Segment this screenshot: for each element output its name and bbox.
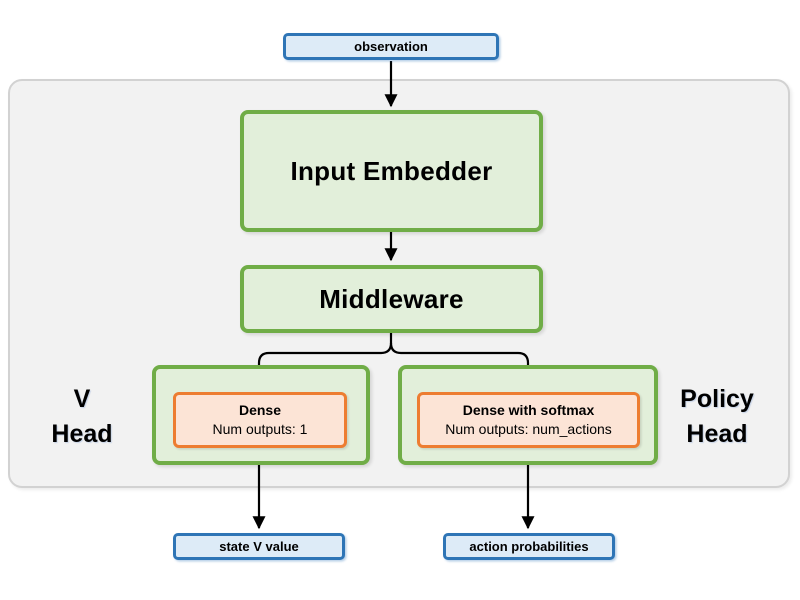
input-embedder-node: Input Embedder — [240, 110, 543, 232]
v-head-label-line2: Head — [51, 420, 113, 448]
v-head-dense-node: Dense Num outputs: 1 — [173, 392, 347, 448]
policy-head-label-line1: Policy — [680, 385, 754, 413]
policy-head-dense-node: Dense with softmax Num outputs: num_acti… — [417, 392, 640, 448]
middleware-label: Middleware — [319, 283, 464, 314]
input-embedder-label: Input Embedder — [290, 155, 493, 186]
middleware-node: Middleware — [240, 265, 543, 333]
v-head-dense-subtitle: Num outputs: 1 — [212, 421, 308, 437]
policy-head-dense-title: Dense with softmax — [462, 402, 595, 418]
state-v-value-node: state V value — [173, 533, 345, 560]
v-head-label-line1: V — [73, 385, 91, 413]
action-probabilities-node: action probabilities — [443, 533, 615, 560]
v-head-label: V Head — [32, 382, 132, 452]
policy-head-label-line2: Head — [686, 420, 748, 448]
observation-label: observation — [354, 39, 428, 54]
v-head-dense-title: Dense — [238, 402, 282, 418]
policy-head-label: Policy Head — [663, 382, 771, 452]
policy-head-dense-subtitle: Num outputs: num_actions — [445, 421, 612, 437]
state-v-value-label: state V value — [219, 539, 299, 554]
observation-node: observation — [283, 33, 499, 60]
action-probabilities-label: action probabilities — [469, 539, 589, 554]
